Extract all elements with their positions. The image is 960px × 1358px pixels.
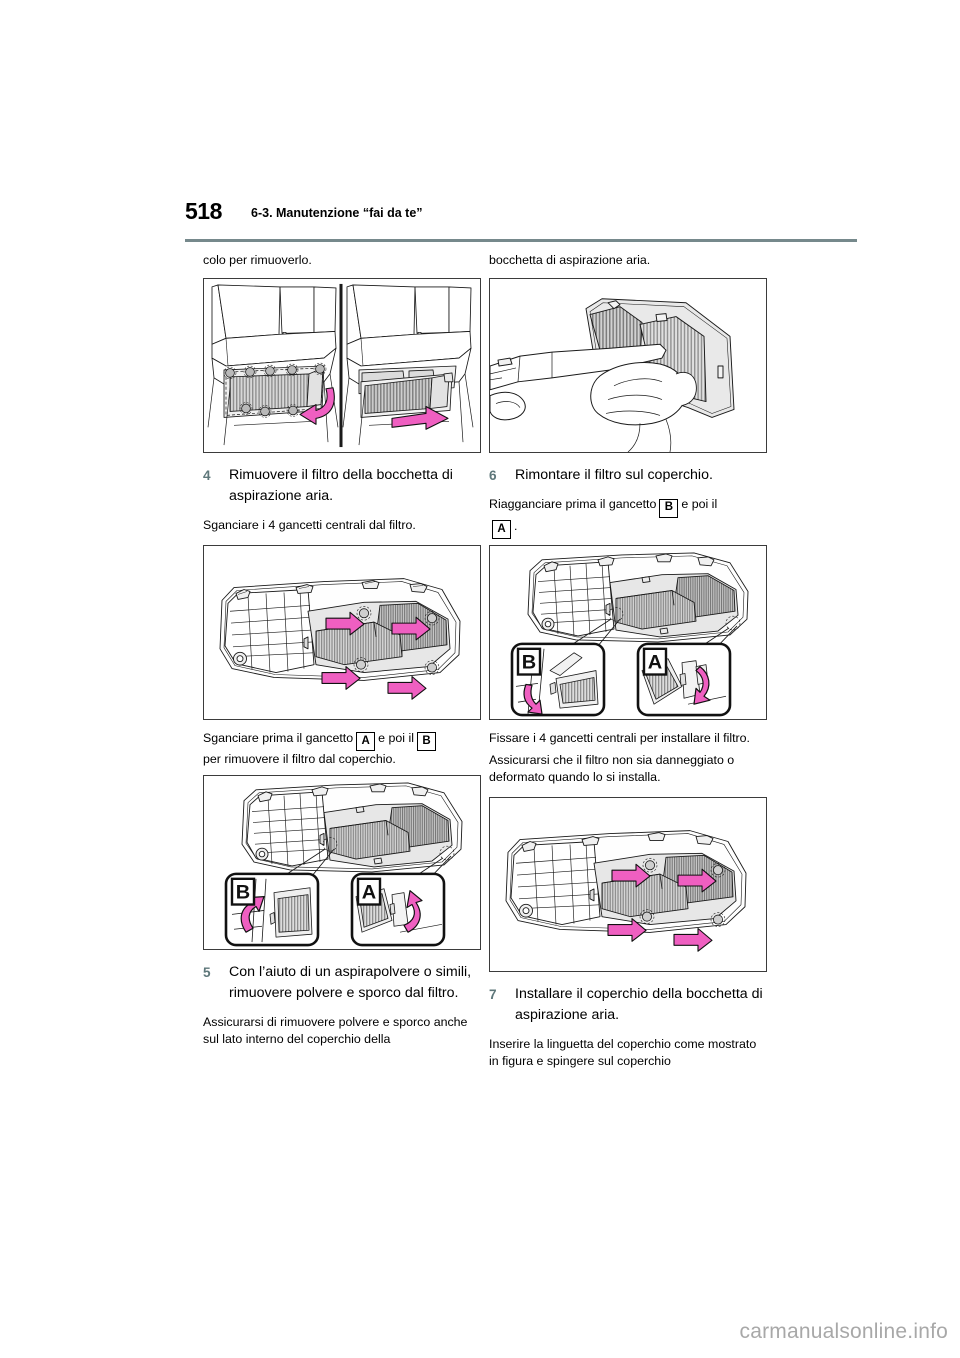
figure-filter-cover-four-hooks xyxy=(203,544,481,720)
step-5: 5 Con l’aiuto di un aspirapolvere o simi… xyxy=(203,962,481,1004)
figure-rear-seat-air-intake xyxy=(203,278,481,453)
figure-4-illustration xyxy=(490,279,766,452)
page-number: 518 xyxy=(185,198,222,224)
step-4-text: Rimuovere il filtro della bocchetta di a… xyxy=(229,467,453,504)
note-step-6a: Fissare i 4 gancetti centrali per instal… xyxy=(489,731,750,745)
hook-marker-group xyxy=(353,605,440,675)
pink-arrow-detail-a xyxy=(403,889,423,933)
callout-label-a: A xyxy=(362,881,376,903)
note-hook-order-right-part2: e poi il xyxy=(681,497,718,511)
right-column: bocchetta di aspirazione aria. xyxy=(489,252,767,1081)
marker-a-inline-right: A xyxy=(492,520,511,539)
right-continuation-text: bocchetta di aspirazione aria. xyxy=(489,253,651,267)
header-divider-rule xyxy=(185,239,857,242)
section-title: 6-3. Manutenzione “fai da te” xyxy=(251,206,423,220)
step-4: 4 Rimuovere il filtro della bocchetta di… xyxy=(203,465,481,507)
note-hook-order-part3: per rimuovere il filtro dal coperchio. xyxy=(203,752,396,766)
step-7-number: 7 xyxy=(489,986,497,1002)
pink-arrow-detail-a-refit xyxy=(693,666,711,705)
step-7: 7 Installare il coperchio della bocchett… xyxy=(489,984,767,1026)
step-6-text: Rimontare il filtro sul coperchio. xyxy=(515,467,713,483)
note-step-4: Sganciare i 4 gancetti centrali dal filt… xyxy=(203,518,416,532)
figure-refit-hook-detail-callouts: B A xyxy=(489,545,767,720)
note-hook-order-part1: Sganciare prima il gancetto xyxy=(203,730,354,745)
note-step-7: Inserire la linguetta del coperchio come… xyxy=(489,1036,757,1069)
step-4-number: 4 xyxy=(203,468,211,483)
callout-label-a-refit: A xyxy=(648,652,662,674)
callout-label-b-refit: B xyxy=(522,652,536,674)
note-hook-order-part2: e poi il xyxy=(378,730,414,745)
note-step-6b: Assicurarsi che il filtro non sia danneg… xyxy=(489,752,735,785)
hook-marker-group-left xyxy=(223,362,327,418)
left-column: colo per rimuoverlo. xyxy=(203,252,481,1059)
pink-arrow-group xyxy=(321,611,431,700)
figure-5-illustration: B A xyxy=(490,546,766,719)
step-6: 6 Rimontare il filtro sul coperchio. xyxy=(489,465,767,486)
pink-arrow-right-panel xyxy=(391,405,449,430)
pink-arrow-detail-b-refit xyxy=(523,683,543,715)
site-watermark: carmanualsonline.info xyxy=(739,1320,948,1343)
step-5-text: Con l’aiuto di un aspirapolvere o simili… xyxy=(229,963,472,1001)
marker-a-inline: A xyxy=(356,732,376,751)
page-header: 518 6-3. Manutenzione “fai da te” xyxy=(185,198,857,240)
pink-arrow-group-install xyxy=(607,863,717,952)
callout-detail-b: B xyxy=(224,872,320,946)
step-6-number: 6 xyxy=(489,468,497,483)
pink-arrow-detail-b xyxy=(240,895,265,933)
step-5-number: 5 xyxy=(203,964,211,980)
callout-detail-a-refit: A xyxy=(636,642,732,717)
note-hook-order-right-part1: Riagganciare prima il gancetto xyxy=(489,497,657,511)
note-step-5: Assicurarsi di rimuovere polvere e sporc… xyxy=(203,1014,468,1047)
callout-detail-b-refit: B xyxy=(510,642,606,717)
callout-label-b: B xyxy=(236,881,250,903)
figure-hook-detail-callouts: B A xyxy=(203,774,481,950)
figure-6-illustration xyxy=(490,797,766,971)
step-7-text: Installare il coperchio della bocchetta … xyxy=(515,985,763,1023)
pink-arrow-left-panel xyxy=(299,387,335,425)
callout-detail-a: A xyxy=(350,872,446,946)
figure-1-illustration xyxy=(204,279,480,452)
hook-marker-group-install xyxy=(639,857,726,927)
left-continuation-text: colo per rimuoverlo. xyxy=(203,253,312,267)
marker-b-inline-right: B xyxy=(659,498,679,518)
marker-b-inline: B xyxy=(416,732,436,751)
figure-3-illustration: B A xyxy=(204,775,480,949)
figure-install-four-hooks xyxy=(489,796,767,972)
note-hook-order-right-part3: . xyxy=(514,518,518,533)
figure-2-illustration xyxy=(204,545,480,719)
figure-vacuum-cleaning-filter xyxy=(489,278,767,453)
